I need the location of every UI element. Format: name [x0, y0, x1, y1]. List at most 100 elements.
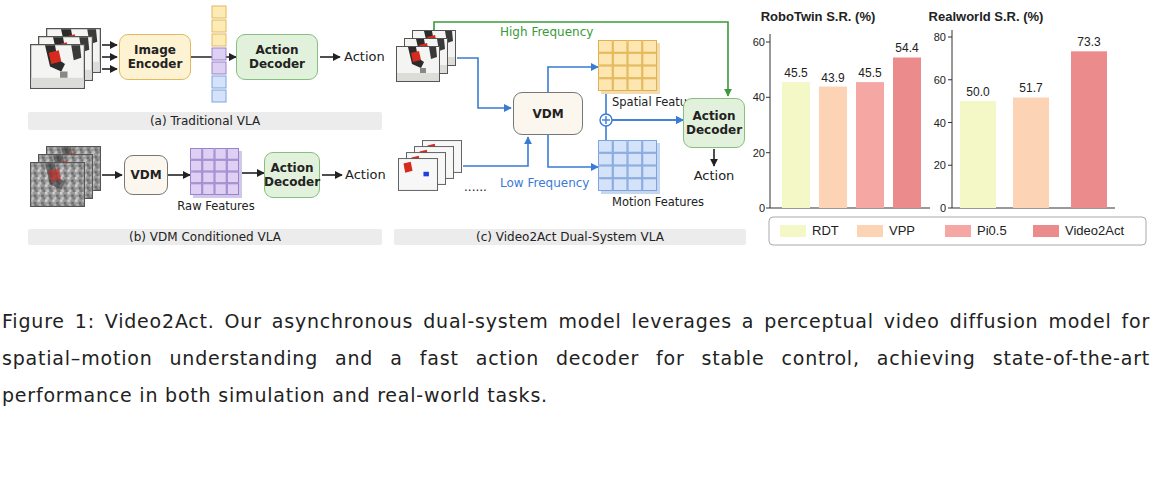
process-box: Action Decoder — [683, 98, 745, 148]
grid-cell — [643, 179, 657, 191]
input-arrow — [102, 174, 122, 176]
connector — [242, 172, 264, 174]
bar-value: 51.7 — [1019, 81, 1042, 95]
y-axis — [770, 34, 771, 208]
output-arrow — [322, 174, 342, 176]
grid-cell — [191, 149, 202, 160]
grid-cell — [628, 79, 642, 91]
figure-caption: Figure 1: Video2Act. Our asynchronous du… — [2, 303, 1150, 414]
grid-cell — [599, 179, 613, 191]
box-label: VDM — [532, 107, 563, 121]
token — [212, 20, 226, 32]
legend-swatch — [945, 225, 971, 237]
output-label: Action — [345, 167, 386, 182]
token — [212, 90, 226, 102]
connector — [548, 135, 598, 167]
feature-grid: Spatial Features — [598, 40, 660, 94]
grid-cell — [628, 179, 642, 191]
ellipsis: ...... — [464, 180, 487, 194]
feature-label: Raw Features — [177, 200, 254, 213]
process-box: Action Decoder — [264, 152, 320, 198]
grid-cell — [599, 66, 613, 78]
chart-title: RoboTwin S.R. (%) — [761, 9, 876, 24]
bar — [856, 82, 884, 208]
grid-cell — [599, 153, 613, 165]
grid-cell — [628, 41, 642, 53]
bar — [960, 101, 996, 208]
feature-grid-graphic — [598, 140, 660, 194]
input-frame — [397, 47, 440, 82]
process-box: VDM — [124, 155, 168, 195]
axis-tick: 60 — [934, 73, 946, 87]
low-frequency-path — [463, 137, 528, 166]
axis-tick: 40 — [753, 90, 765, 104]
tick-mark — [948, 37, 952, 38]
sum-symbol — [600, 114, 612, 126]
input-arrow — [102, 56, 117, 58]
axis-tick: 80 — [934, 30, 946, 44]
grid-cell — [191, 172, 202, 183]
panel-caption: (a) Traditional VLA — [150, 114, 260, 128]
token — [212, 76, 226, 88]
tick-mark — [766, 97, 770, 98]
token — [212, 34, 226, 46]
tick-mark — [948, 79, 952, 80]
input-arrow — [102, 68, 117, 70]
legend-box — [769, 217, 1146, 245]
bar — [893, 57, 921, 208]
grid-cell — [191, 160, 202, 171]
bar — [782, 82, 810, 208]
grid-cell — [643, 41, 657, 53]
feature-grid: Motion Features — [598, 140, 660, 194]
panel-caption-band: (b) VDM Conditioned VLA — [28, 229, 382, 245]
grid-cell — [613, 141, 627, 153]
input-arrow — [102, 44, 117, 46]
grid-cell — [613, 153, 627, 165]
grid-cell — [203, 184, 214, 195]
grid-cell — [215, 172, 226, 183]
grid-cell — [613, 79, 627, 91]
grid-cell — [599, 53, 613, 65]
panel-caption-band: (c) Video2Act Dual-System VLA — [394, 229, 746, 245]
grid-cell — [643, 79, 657, 91]
frequency-label: Low Frequency — [500, 176, 589, 190]
chart-title: Realworld S.R. (%) — [929, 9, 1044, 24]
connector — [606, 120, 683, 140]
connector — [548, 67, 598, 92]
bar-value: 50.0 — [966, 85, 989, 99]
bar — [1071, 51, 1107, 208]
connector — [168, 174, 190, 176]
process-box: Image Encoder — [119, 34, 191, 80]
grid-cell — [613, 179, 627, 191]
feature-grid-graphic — [190, 148, 242, 198]
token — [212, 48, 226, 60]
process-box: VDM — [513, 92, 583, 135]
box-label: Image Encoder — [122, 43, 188, 71]
panel-caption-band: (a) Traditional VLA — [28, 112, 382, 130]
axis-tick: 0 — [759, 201, 765, 215]
output-label: Action — [344, 49, 385, 64]
grid-cell — [215, 149, 226, 160]
tick-mark — [948, 208, 952, 209]
process-box: Action Decoder — [236, 34, 318, 80]
feature-grid-graphic — [598, 40, 660, 94]
grid-cell — [215, 160, 226, 171]
feature-label: Motion Features — [612, 196, 704, 209]
box-label: Action Decoder — [686, 109, 742, 137]
feature-grid: Raw Features — [190, 148, 242, 198]
box-label: Action Decoder — [264, 161, 320, 189]
grid-cell — [613, 53, 627, 65]
grid-cell — [599, 79, 613, 91]
tick-mark — [766, 42, 770, 43]
grid-cell — [613, 66, 627, 78]
grid-cell — [203, 172, 214, 183]
input-frame — [31, 45, 85, 89]
grid-cell — [628, 66, 642, 78]
grid-cell — [227, 149, 238, 160]
bar-value: 43.9 — [821, 71, 844, 85]
noisy-frame — [31, 163, 85, 207]
bar — [1013, 97, 1049, 208]
grid-cell — [628, 141, 642, 153]
grid-cell — [599, 41, 613, 53]
box-label: Action Decoder — [239, 43, 315, 71]
